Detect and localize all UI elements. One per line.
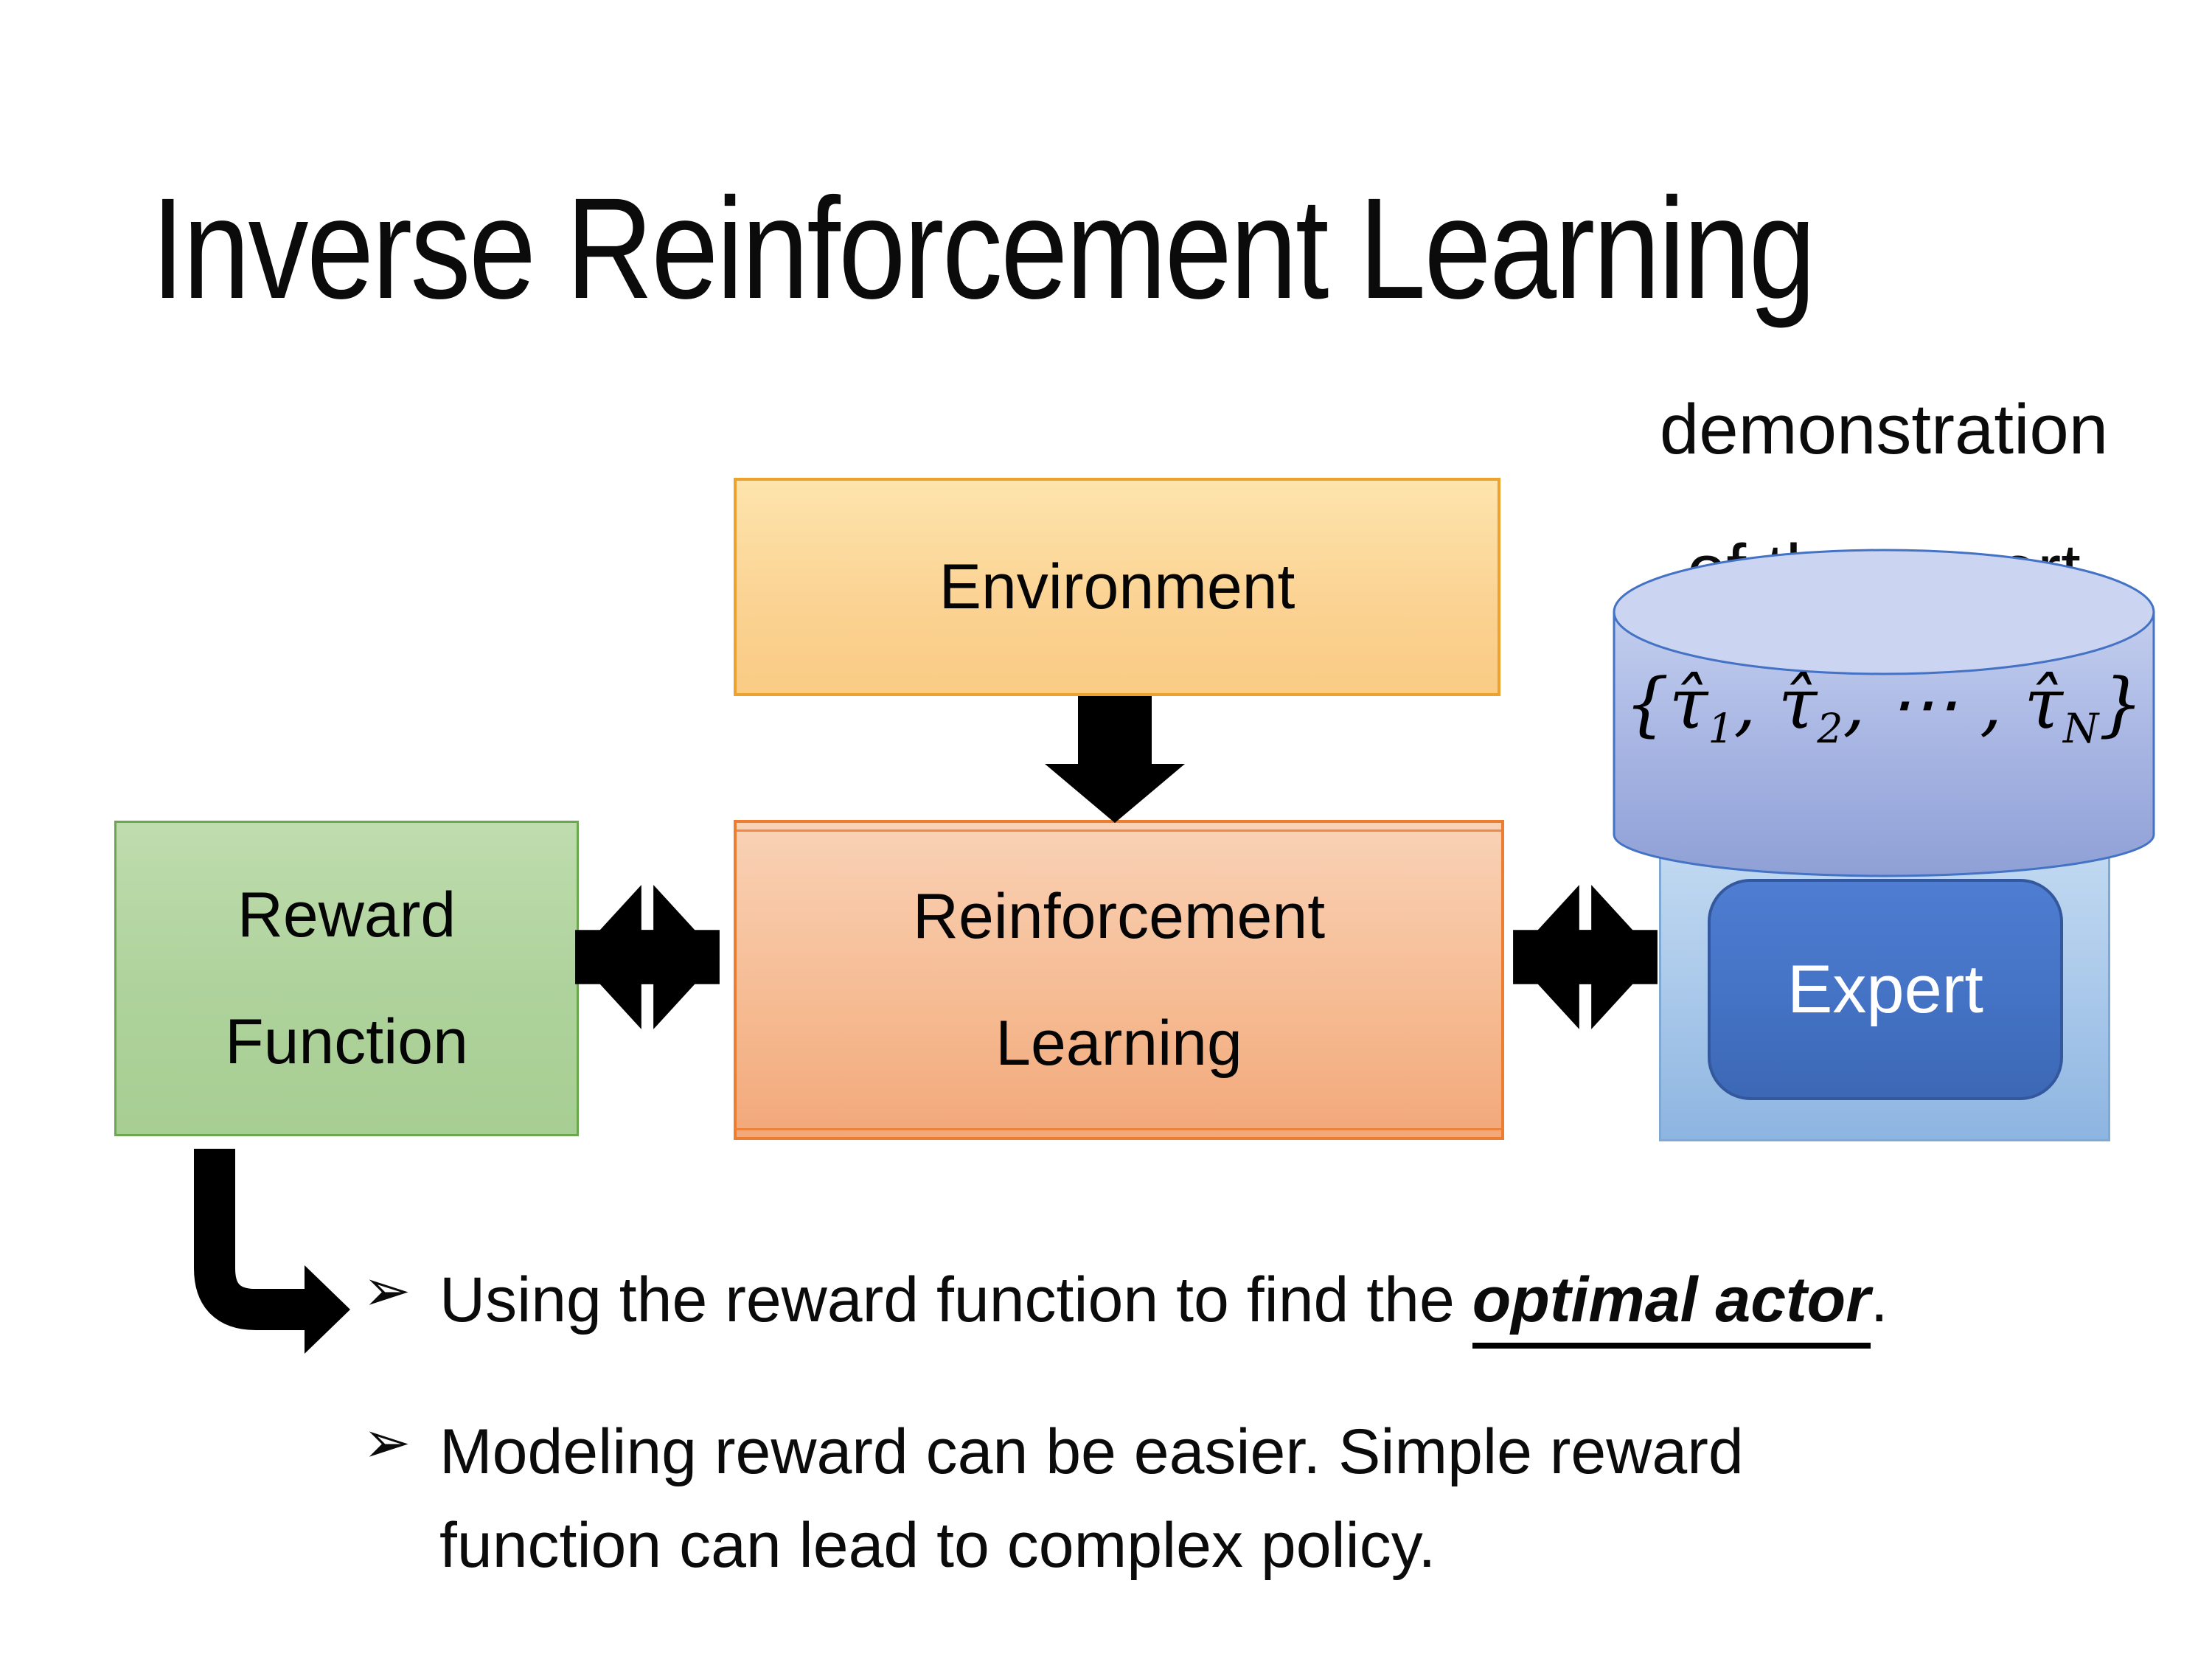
formula-mid-1: , τ̂ (1733, 664, 1818, 745)
bidirectional-arrow-left-icon (575, 885, 720, 1029)
elbow-arrow-icon (194, 1149, 350, 1354)
formula-close: } (2098, 664, 2143, 745)
reward-function-label-line1: Reward (237, 880, 456, 950)
bullet-1-post: . (1870, 1265, 1888, 1335)
bullet-1-pre: Using the reward function to find the (439, 1265, 1472, 1335)
reward-function-box: Reward Function (114, 821, 579, 1136)
trajectory-set-formula: {τ̂1, τ̂2, ⋯ , τ̂N} (1622, 664, 2146, 749)
rl-label-line2: Learning (995, 1008, 1242, 1079)
bullet-item-1: ➢ Using the reward function to find the … (363, 1253, 1888, 1349)
formula-sub-2: 2 (1817, 705, 1843, 752)
expert-box: Expert (1708, 879, 2063, 1100)
bullet-2-line2: function can lead to complex policy. (439, 1510, 1436, 1582)
environment-label: Environment (939, 552, 1295, 622)
slide-title: Inverse Reinforcement Learning (151, 168, 1816, 329)
environment-box: Environment (734, 478, 1500, 696)
bidirectional-arrow-right-icon (1513, 885, 1658, 1029)
rl-label-line1: Reinforcement (912, 881, 1326, 952)
reward-function-label-line2: Function (225, 1006, 468, 1077)
bullet-arrow-icon: ➢ (363, 1258, 411, 1323)
bullet-item-1-text: Using the reward function to find the op… (439, 1253, 1888, 1349)
bullet-item-2-text: Modeling reward can be easier. Simple re… (439, 1405, 1744, 1593)
formula-sub-n: N (2062, 705, 2099, 752)
formula-open: {τ̂ (1624, 664, 1708, 745)
bullet-2-line1: Modeling reward can be easier. Simple re… (439, 1416, 1744, 1487)
formula-mid-2: , ⋯ , τ̂ (1843, 664, 2063, 745)
bullet-1-emphasis: optimal actor (1472, 1265, 1871, 1349)
demonstration-database-cylinder (1613, 549, 2155, 877)
expert-label: Expert (1787, 951, 1983, 1027)
formula-sub-1: 1 (1708, 705, 1734, 752)
down-arrow-icon (1045, 696, 1185, 823)
bullet-arrow-icon: ➢ (363, 1410, 411, 1475)
reinforcement-learning-box: Reinforcement Learning (734, 820, 1504, 1140)
bullet-item-2: ➢ Modeling reward can be easier. Simple … (363, 1405, 1744, 1593)
demonstration-caption-line1: demonstration (1659, 390, 2109, 469)
